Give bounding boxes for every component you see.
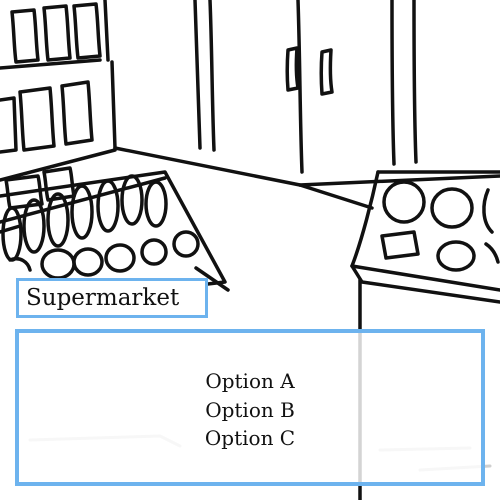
choice-list: Option A Option B Option C xyxy=(19,367,481,453)
location-name: Supermarket xyxy=(26,285,180,311)
choice-option-a-label: Option A xyxy=(205,369,295,393)
back-wall xyxy=(113,0,500,210)
choice-option-b[interactable]: Option B xyxy=(19,396,481,425)
choice-menu: Option A Option B Option C xyxy=(15,329,485,486)
choice-option-c[interactable]: Option C xyxy=(19,424,481,453)
choice-option-c-label: Option C xyxy=(204,426,296,450)
choice-option-b-label: Option B xyxy=(205,397,295,422)
location-label: Supermarket xyxy=(16,278,208,318)
choice-option-a[interactable]: Option A xyxy=(19,367,481,396)
